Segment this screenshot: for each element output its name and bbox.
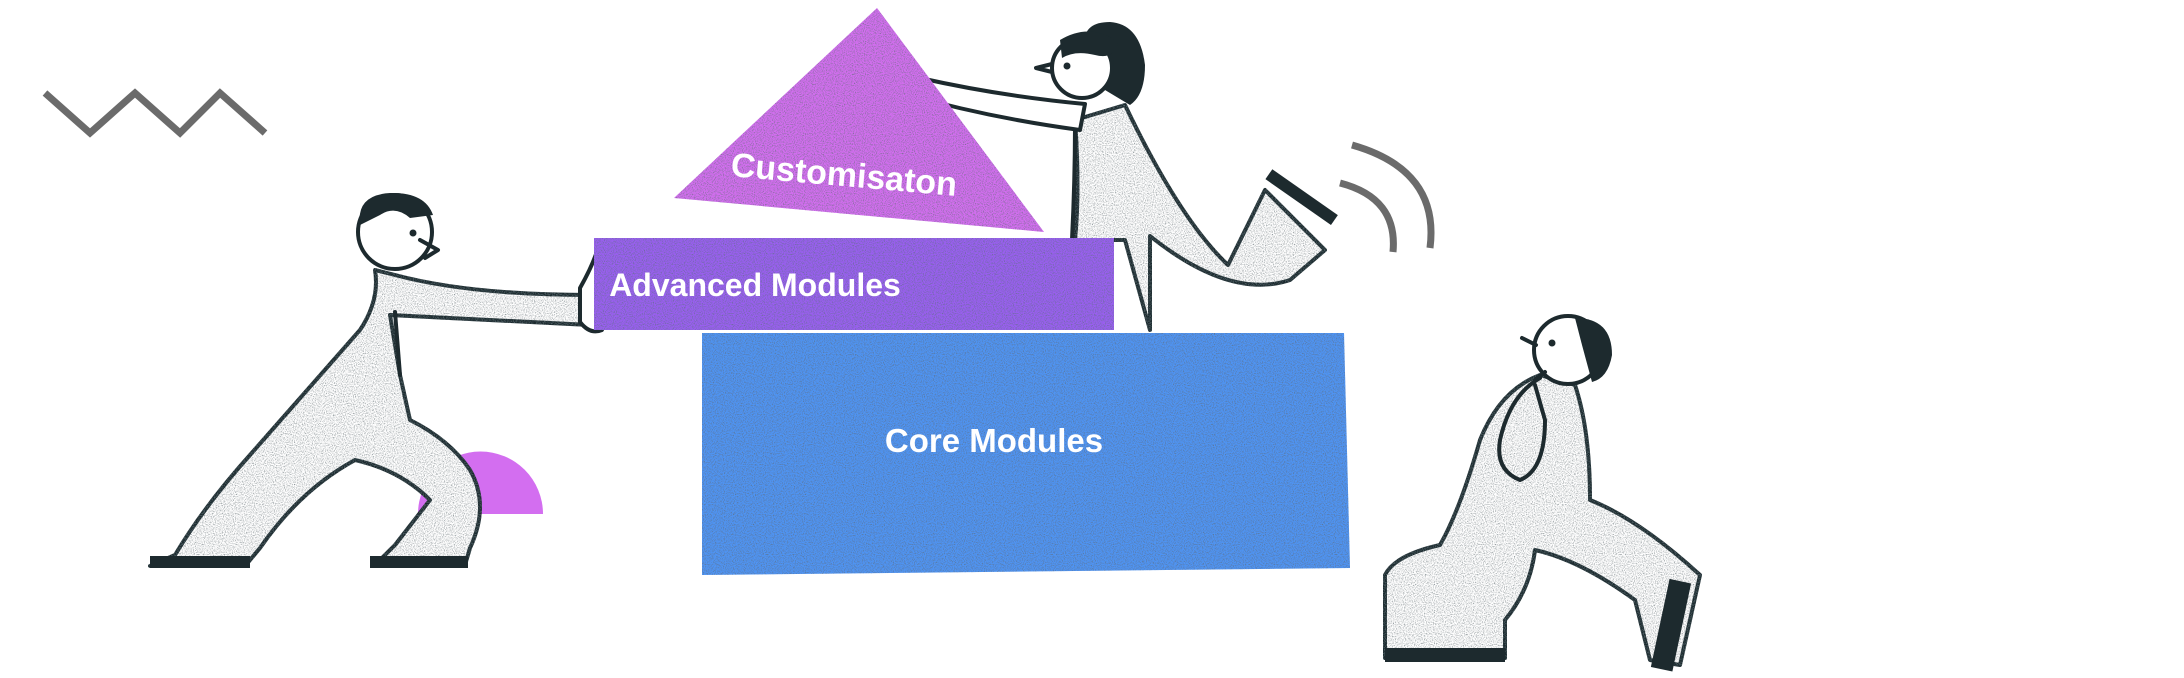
layer-advanced-modules: Advanced Modules [594, 238, 1114, 330]
zigzag-decoration [42, 88, 268, 138]
core-modules-label: Core Modules [885, 422, 1103, 459]
advanced-modules-label: Advanced Modules [609, 267, 901, 303]
layer-core-modules: Core Modules [702, 333, 1350, 575]
person-thinking [1383, 314, 1702, 672]
sound-wave-outer [1351, 141, 1435, 249]
core-modules-block [702, 333, 1350, 575]
customisation-triangle [674, 8, 1044, 232]
layer-customisation: Customisaton [674, 8, 1044, 232]
sound-wave-inner [1339, 179, 1397, 253]
advanced-modules-block [594, 238, 1114, 330]
